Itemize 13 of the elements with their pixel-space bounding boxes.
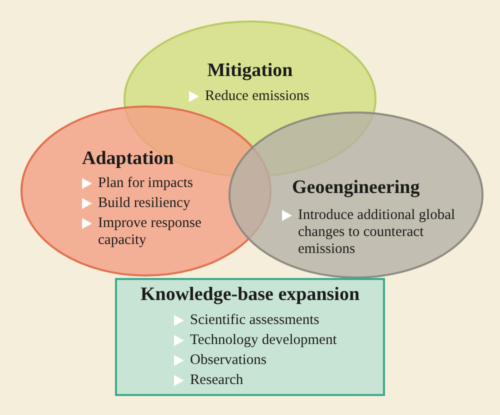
heading-text: Mitigation [206,60,294,82]
bullet-text: Reduce emissions [205,88,310,105]
heading-text: Geoengineering [292,177,420,199]
bullet-text: Introduce additional global changes to counteract emissions [298,207,456,258]
bullet-text: Improve response capacity [98,215,202,249]
bullet-text: Research [190,372,244,389]
heading-text: Adaptation [82,148,174,170]
bullet-text: Plan for impacts [98,175,194,192]
bullet-text: Observations [190,352,268,369]
bullet-text: Technology development [190,332,338,349]
heading-text: Knowledge-base expansion [139,284,361,306]
bullet-text: Build resiliency [98,195,192,212]
bullet-text: Scientific assessments [190,312,320,329]
